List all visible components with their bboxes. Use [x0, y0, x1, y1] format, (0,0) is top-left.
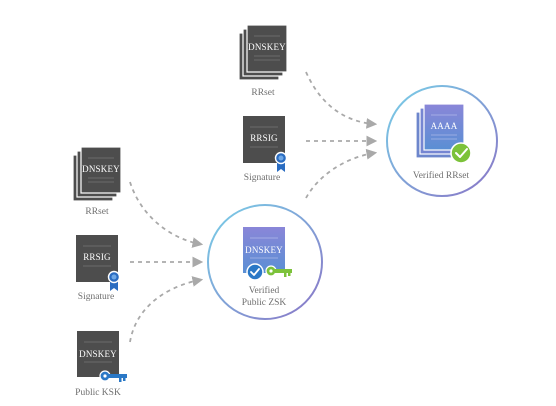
public-ksk-caption: Public KSK: [75, 388, 121, 398]
award-ribbon-icon: [274, 151, 288, 172]
public-ksk-doc-label: DNSKEY: [79, 349, 117, 359]
key-icon: [265, 265, 292, 277]
check-icon: [450, 142, 472, 164]
connector-top-rrset: [305, 71, 378, 129]
public-ksk-node: DNSKEY Public KSK: [75, 331, 127, 398]
connector-verified-zsk-to-rrset: [305, 148, 378, 199]
mid-signature-doc-label: RRSIG: [83, 252, 111, 262]
verified-zsk-caption-line2: Public ZSK: [242, 298, 287, 308]
verified-zsk-node: DNSKEY Verified Public ZSK: [207, 204, 323, 320]
document-icon: [423, 103, 465, 151]
top-rrset-node: DNSKEY RRset: [238, 24, 288, 98]
connector-mid-rrset: [129, 181, 204, 248]
top-rrset-caption: RRset: [251, 88, 275, 98]
key-icon: [99, 370, 127, 382]
mid-rrset-node: DNSKEY RRset: [72, 146, 122, 217]
top-signature-doc-label: RRSIG: [250, 133, 278, 143]
mid-rrset-caption: RRset: [85, 207, 109, 217]
verified-zsk-doc-label: DNSKEY: [245, 245, 283, 255]
verified-rrset-node: AAAA Verified RRset: [386, 85, 498, 197]
top-rrset-doc-label: DNSKEY: [248, 42, 286, 52]
connectors: [129, 71, 378, 343]
check-icon: [246, 263, 264, 281]
top-signature-caption: Signature: [244, 173, 280, 183]
verified-rrset-doc-label: AAAA: [431, 121, 458, 131]
verified-zsk-caption-line1: Verified: [249, 285, 280, 296]
document-icon: [80, 146, 122, 194]
mid-signature-caption: Signature: [78, 292, 114, 302]
mid-rrset-doc-label: DNSKEY: [82, 164, 120, 174]
document-icon: [246, 24, 288, 73]
award-ribbon-icon: [107, 270, 121, 291]
verified-rrset-caption: Verified RRset: [413, 170, 470, 181]
connector-public-ksk: [129, 276, 204, 343]
top-signature-node: RRSIG Signature: [243, 116, 288, 183]
document-icon: [77, 331, 119, 377]
mid-signature-node: RRSIG Signature: [76, 235, 121, 302]
